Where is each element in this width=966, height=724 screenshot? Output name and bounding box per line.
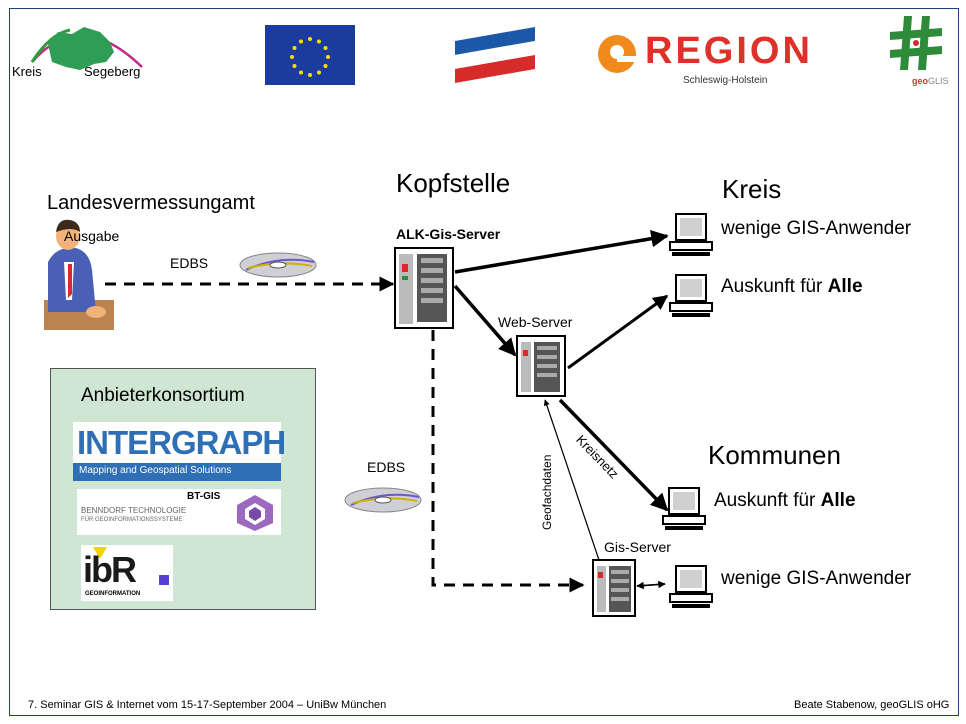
geoglis-hash-icon xyxy=(890,16,942,70)
btgis-line1: BENNDORF TECHNOLOGIE xyxy=(81,506,187,515)
ibr-sub: GEOINFORMATION xyxy=(85,591,141,597)
slide-frame xyxy=(9,8,959,716)
intergraph-word: INTERGRAPH xyxy=(77,424,286,461)
geofachdaten-link xyxy=(543,399,601,564)
kreisnetz-link xyxy=(558,398,669,512)
kreis-title: Kreis xyxy=(722,174,782,204)
eu-flag-logo xyxy=(265,25,355,85)
cd-disc-icon-bottom xyxy=(344,487,422,513)
anbieter-title: Anbieterkonsortium xyxy=(81,385,245,406)
landesamt-title: Landesvermessungamt xyxy=(47,192,255,214)
alk-to-webserver-link xyxy=(453,284,517,357)
pc-icon-kreis-wenige xyxy=(669,213,713,256)
sh-flag-logo xyxy=(455,27,535,85)
eregion-e-icon xyxy=(598,35,636,73)
pc-gisserver-link xyxy=(636,581,666,590)
geoglis-geo: geo xyxy=(912,76,929,86)
pc-icon-kommunen-wenige xyxy=(669,565,713,608)
intergraph-logo: INTERGRAPH Mapping and Geospatial Soluti… xyxy=(73,422,286,481)
anbieter-box: Anbieterkonsortium INTERGRAPH Mapping an… xyxy=(50,368,316,610)
btgis-word: BT-GIS xyxy=(187,491,221,502)
kommunen-title: Kommunen xyxy=(708,440,841,470)
geoglis-logo: geo GLIS xyxy=(880,12,960,94)
ausgabe-label: Ausgabe xyxy=(64,228,120,244)
web-server-label: Web-Server xyxy=(498,314,573,330)
kreis-segeberg-logo-graphic xyxy=(30,27,143,70)
kreis-alle-label: Alle xyxy=(827,276,863,297)
kreis-auskunft-label: Auskunft für Alle xyxy=(721,276,863,297)
alk-server-label: ALK-Gis-Server xyxy=(396,226,501,242)
gis-server-icon xyxy=(592,559,636,617)
pc-icon-kommunen-auskunft xyxy=(662,487,706,530)
kommunen-auskunft-label: Auskunft für Alle xyxy=(714,490,856,511)
eregion-word: REGION xyxy=(645,30,813,72)
geoglis-glis: GLIS xyxy=(928,76,949,86)
eu-stars-icon xyxy=(290,37,330,77)
ibr-square-icon xyxy=(159,575,169,585)
ibr-word: ibR xyxy=(83,549,137,590)
eregion-sub: Schleswig-Holstein xyxy=(683,75,768,86)
intergraph-sub-bar: Mapping and Geospatial Solutions xyxy=(73,463,281,481)
alk-to-kreis-link xyxy=(454,230,669,274)
intergraph-sub: Mapping and Geospatial Solutions xyxy=(79,465,232,476)
btgis-line2: FÜR GEOINFORMATIONSSYSTEME xyxy=(81,517,183,523)
gis-server-label: Gis-Server xyxy=(604,539,671,555)
pc-icon-kreis-auskunft xyxy=(669,274,713,317)
edbs-label-top: EDBS xyxy=(170,255,209,271)
kreis-wenige-label: wenige GIS-Anwender xyxy=(721,218,912,239)
kommunen-alle-label: Alle xyxy=(820,490,856,511)
footer-left: 7. Seminar GIS & Internet vom 15-17-Sept… xyxy=(28,699,387,711)
footer-right: Beate Stabenow, geoGLIS oHG xyxy=(794,699,950,711)
web-server-icon xyxy=(516,335,566,397)
cd-disc-icon-top xyxy=(239,252,317,278)
kommunen-wenige-label: wenige GIS-Anwender xyxy=(721,568,912,589)
geofachdaten-label: Geofachdaten xyxy=(540,454,554,530)
eregion-logo: REGION Schleswig-Holstein xyxy=(595,30,810,90)
webserver-to-kreis-auskunft-link xyxy=(567,294,669,370)
edbs-label-bottom: EDBS xyxy=(367,459,406,475)
sh-flag-graphic xyxy=(455,27,535,83)
ibr-logo: ibR GEOINFORMATION xyxy=(81,545,173,601)
edbs-link-bottom xyxy=(431,330,585,593)
btgis-logo: BT-GIS BENNDORF TECHNOLOGIE FÜR GEOINFOR… xyxy=(77,489,281,535)
kreis-segeberg-logo: Kreis Segeberg xyxy=(10,12,170,92)
segeberg-label: Segeberg xyxy=(84,64,141,79)
person-icon xyxy=(44,219,114,330)
kopfstelle-title: Kopfstelle xyxy=(396,168,511,198)
alk-server-icon xyxy=(394,247,454,329)
btgis-cube-icon xyxy=(237,495,273,531)
kreis-label: Kreis xyxy=(12,64,42,79)
ibr-triangle-icon xyxy=(93,547,107,559)
